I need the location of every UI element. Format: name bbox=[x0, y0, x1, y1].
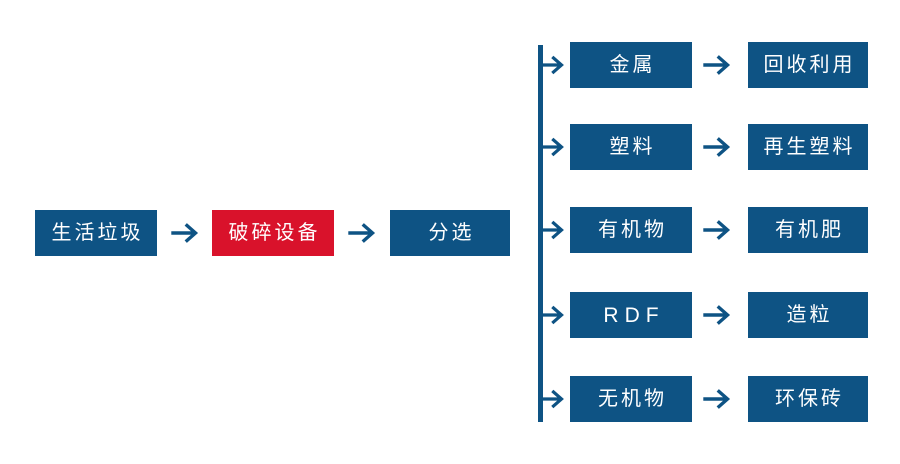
arrow-right-icon-branch-4 bbox=[702, 384, 736, 414]
node-product-3[interactable]: 造粒 bbox=[748, 292, 868, 338]
branch-arrow-right-icon-2 bbox=[540, 217, 570, 243]
node-fraction-0[interactable]: 金属 bbox=[570, 42, 692, 88]
arrow-right-icon-main-1 bbox=[347, 218, 381, 248]
node-label: 金属 bbox=[609, 54, 656, 76]
node-product-1[interactable]: 再生塑料 bbox=[748, 124, 868, 170]
arrow-right-icon-branch-3 bbox=[702, 300, 736, 330]
node-product-2[interactable]: 有机肥 bbox=[748, 207, 868, 253]
branch-arrow-right-icon-1 bbox=[540, 134, 570, 160]
node-product-0[interactable]: 回收利用 bbox=[748, 42, 868, 88]
node-label: 无机物 bbox=[598, 388, 667, 410]
node-label: 再生塑料 bbox=[763, 136, 856, 158]
branch-arrow-right-icon-0 bbox=[540, 52, 570, 78]
node-label: 破碎设备 bbox=[228, 222, 321, 244]
branch-arrow-right-icon-3 bbox=[540, 302, 570, 328]
node-label: 分选 bbox=[428, 222, 475, 244]
node-main-1[interactable]: 破碎设备 bbox=[212, 210, 334, 256]
node-fraction-2[interactable]: 有机物 bbox=[570, 207, 692, 253]
node-fraction-3[interactable]: RDF bbox=[570, 292, 692, 338]
node-product-4[interactable]: 环保砖 bbox=[748, 376, 868, 422]
node-label: 有机物 bbox=[598, 219, 667, 241]
branch-arrow-right-icon-4 bbox=[540, 386, 570, 412]
node-label: 有机肥 bbox=[775, 219, 844, 241]
node-main-0[interactable]: 生活垃圾 bbox=[35, 210, 157, 256]
arrow-right-icon-branch-0 bbox=[702, 50, 736, 80]
vertical-distribution-line bbox=[538, 45, 543, 422]
node-label: 生活垃圾 bbox=[51, 222, 144, 244]
arrow-right-icon-branch-2 bbox=[702, 215, 736, 245]
node-label: 造粒 bbox=[786, 304, 833, 326]
node-label: 环保砖 bbox=[775, 388, 844, 410]
arrow-right-icon-branch-1 bbox=[702, 132, 736, 162]
arrow-right-icon-main-0 bbox=[170, 218, 204, 248]
node-fraction-4[interactable]: 无机物 bbox=[570, 376, 692, 422]
node-label: RDF bbox=[603, 303, 665, 327]
node-main-2[interactable]: 分选 bbox=[390, 210, 510, 256]
node-label: 塑料 bbox=[609, 136, 656, 158]
node-fraction-1[interactable]: 塑料 bbox=[570, 124, 692, 170]
node-label: 回收利用 bbox=[763, 54, 856, 76]
